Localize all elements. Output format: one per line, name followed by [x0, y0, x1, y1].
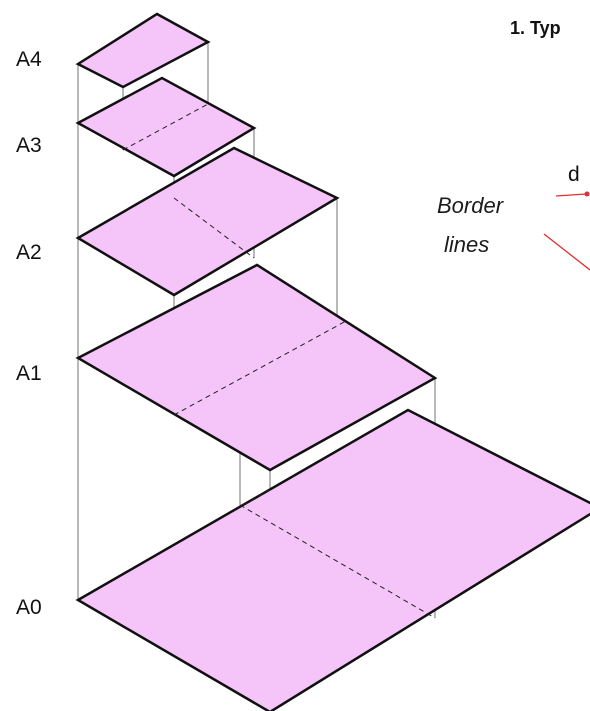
label-a2: A2 — [16, 241, 42, 264]
label-a4: A4 — [16, 48, 42, 71]
dimension-letter: d — [568, 163, 580, 186]
border-note-line1: Border — [437, 193, 505, 218]
border-note-line2: lines — [444, 232, 489, 257]
sheet-a0 — [75, 408, 590, 711]
label-a0: A0 — [16, 596, 42, 619]
sheet-a2 — [75, 146, 340, 297]
label-a1: A1 — [16, 362, 42, 385]
dimension-pointer — [555, 193, 587, 197]
sheet-a3 — [75, 76, 257, 178]
sheet-a4 — [75, 12, 211, 89]
label-a3: A3 — [16, 134, 42, 157]
sheet-a1 — [75, 263, 438, 472]
dimension-pointer-dot — [584, 191, 590, 197]
border-pointer — [543, 233, 590, 271]
section-heading: 1. Typ — [510, 18, 561, 38]
